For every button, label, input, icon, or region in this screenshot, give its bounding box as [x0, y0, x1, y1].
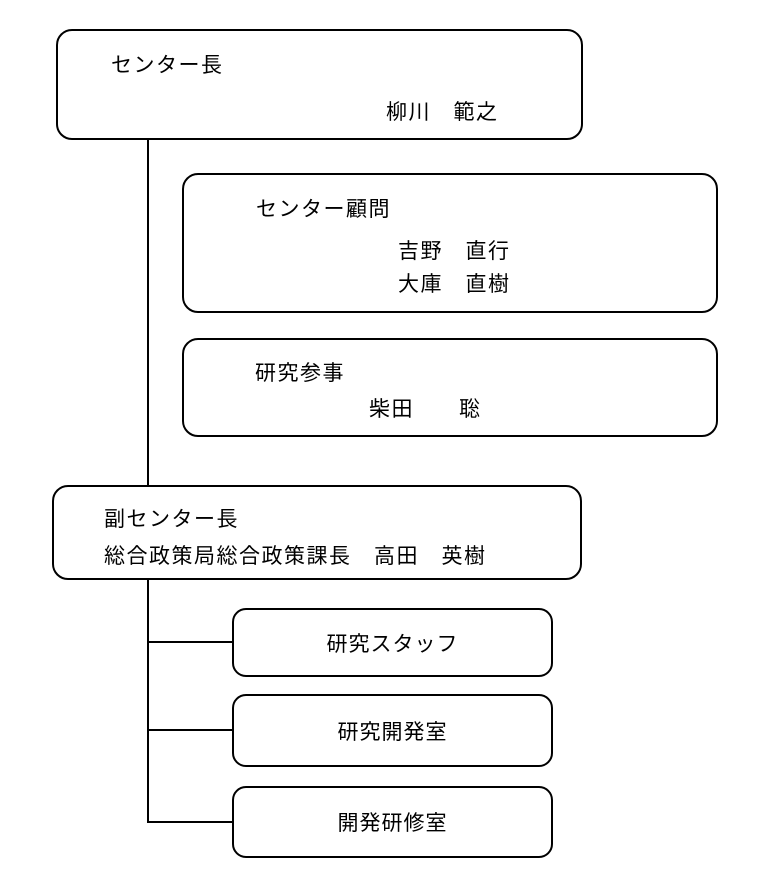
member-name: 柳川 範之 — [386, 100, 499, 124]
branch-line-development-training-office — [147, 821, 232, 823]
node-subtitle: 総合政策局総合政策課長 高田 英樹 — [104, 544, 487, 568]
node-title: センター顧問 — [256, 197, 391, 221]
member-name: 吉野 直行 — [398, 239, 511, 263]
member-name: 柴田 聡 — [369, 397, 482, 421]
trunk-line-lower — [147, 579, 149, 823]
node-title: センター長 — [111, 53, 224, 77]
branch-line-research-staff — [147, 641, 232, 643]
trunk-line-upper — [147, 140, 149, 485]
node-title: 研究参事 — [255, 361, 345, 385]
node-title: 開発研修室 — [337, 811, 448, 835]
org-node-center-director: センター長 柳川 範之 — [56, 29, 583, 140]
org-node-research-counselor: 研究参事 柴田 聡 — [182, 338, 718, 437]
node-title: 研究開発室 — [337, 719, 448, 744]
node-title: 研究スタッフ — [326, 631, 459, 656]
org-node-deputy-center-director: 副センター長 総合政策局総合政策課長 高田 英樹 — [52, 485, 582, 580]
branch-line-research-development-office — [147, 729, 232, 731]
org-node-center-advisor: センター顧問 吉野 直行 大庫 直樹 — [182, 173, 718, 313]
node-title: 副センター長 — [104, 507, 239, 531]
member-name: 大庫 直樹 — [398, 272, 511, 296]
org-node-research-staff: 研究スタッフ — [232, 608, 553, 677]
org-node-development-training-office: 開発研修室 — [232, 786, 553, 858]
org-node-research-development-office: 研究開発室 — [232, 694, 553, 767]
